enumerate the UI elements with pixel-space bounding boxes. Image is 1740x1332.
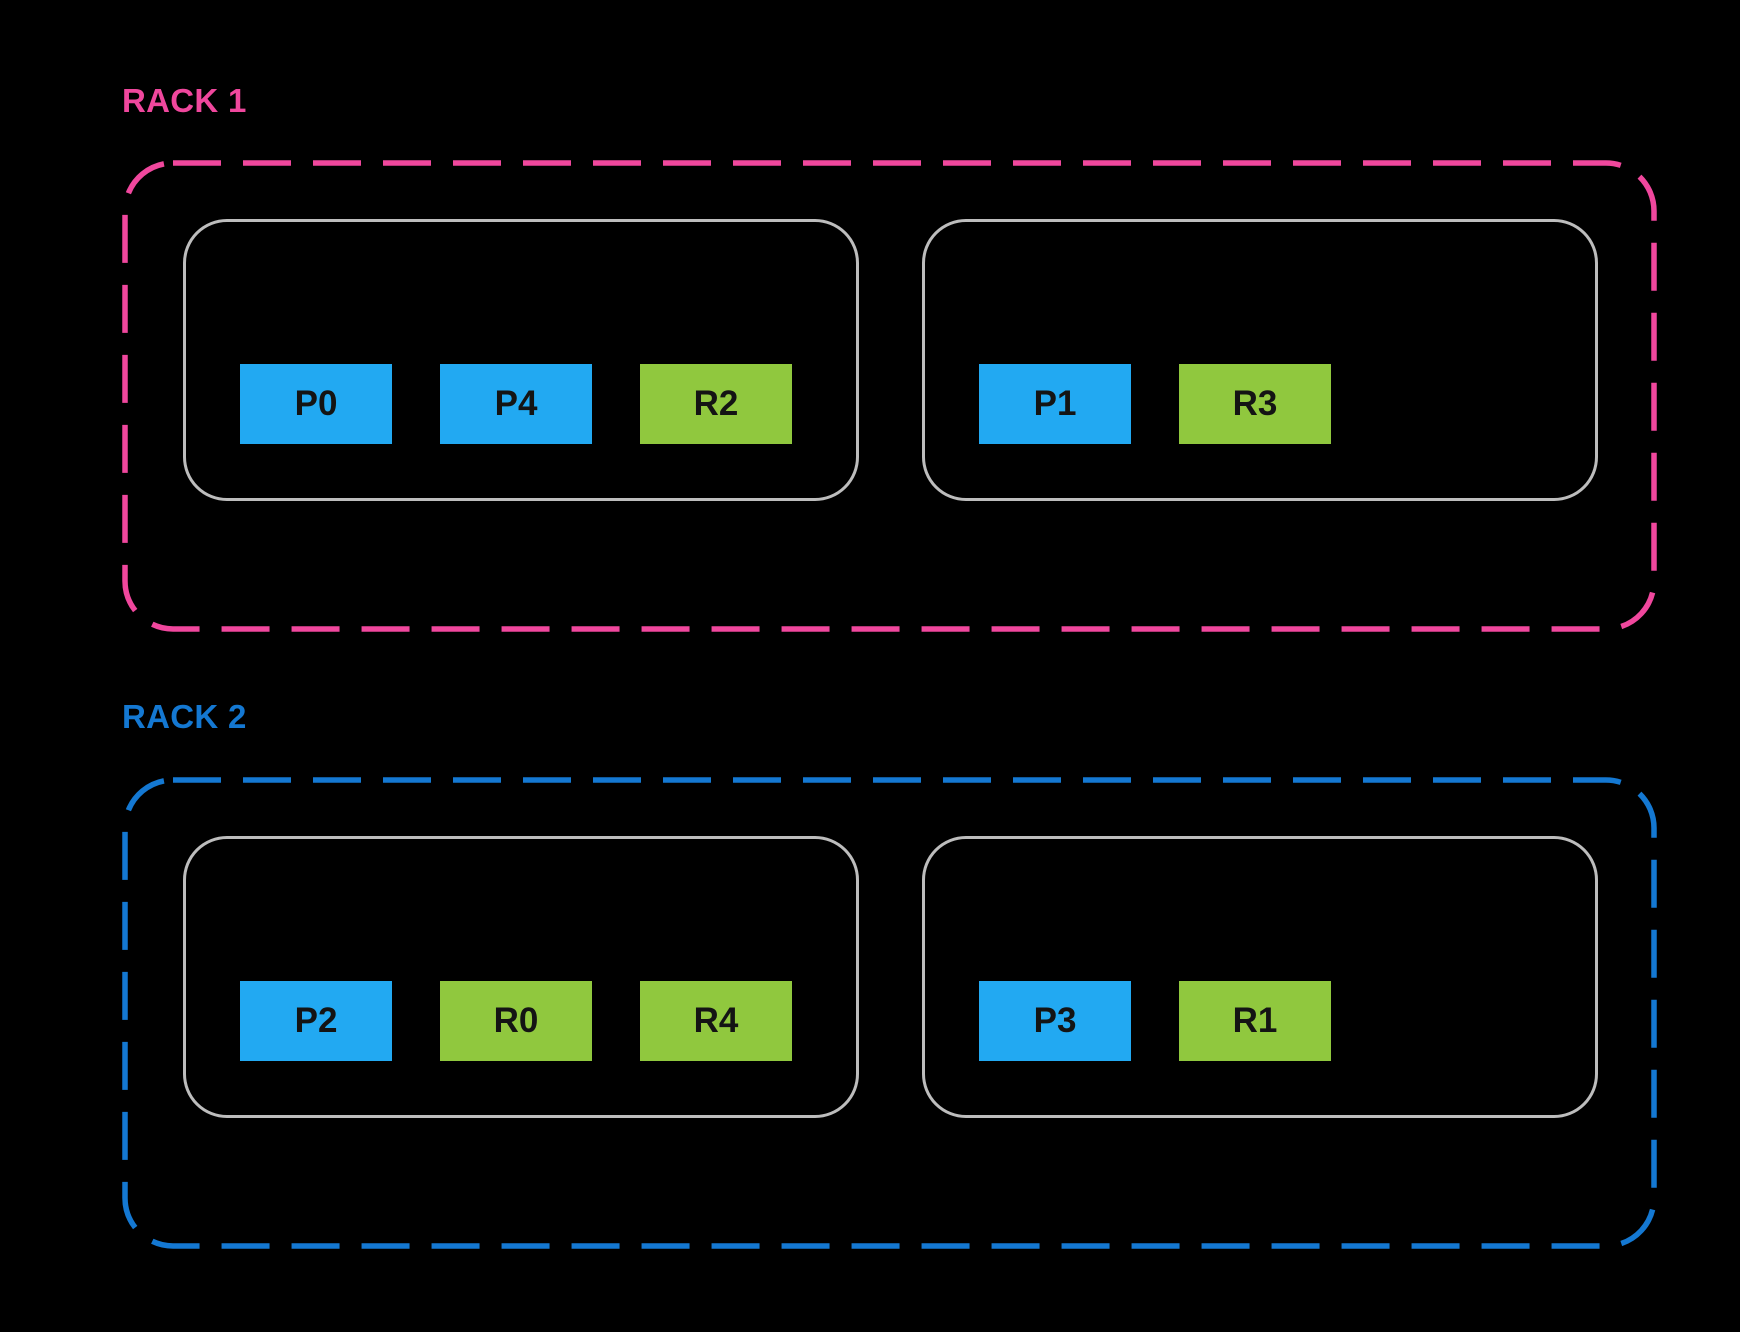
- rack-2-dashed-border-rect: [122, 777, 1657, 1249]
- shard-block-p1: P1: [979, 364, 1131, 444]
- shard-block-r2: R2: [640, 364, 792, 444]
- host-box: P3 R1: [922, 836, 1598, 1118]
- shard-block-p2: P2: [240, 981, 392, 1061]
- rack-1-dashed-border: [122, 160, 1657, 632]
- shard-block-r3: R3: [1179, 364, 1331, 444]
- rack-2-dashed-border: [122, 777, 1657, 1249]
- rack-1-boundary: P0 P4 R2 P1 R3: [122, 160, 1657, 632]
- shard-block-p0: P0: [240, 364, 392, 444]
- host-box: P1 R3: [922, 219, 1598, 501]
- host-box: P2 R0 R4: [183, 836, 859, 1118]
- shard-block-r1: R1: [1179, 981, 1331, 1061]
- shard-block-p4: P4: [440, 364, 592, 444]
- rack-2-boundary: P2 R0 R4 P3 R1: [122, 777, 1657, 1249]
- rack-1-dashed-border-rect: [122, 160, 1657, 632]
- shard-block-r4: R4: [640, 981, 792, 1061]
- shard-block-r0: R0: [440, 981, 592, 1061]
- shard-block-p3: P3: [979, 981, 1131, 1061]
- rack-2-label: RACK 2: [122, 698, 247, 735]
- host-box: P0 P4 R2: [183, 219, 859, 501]
- rack-1-label: RACK 1: [122, 82, 247, 119]
